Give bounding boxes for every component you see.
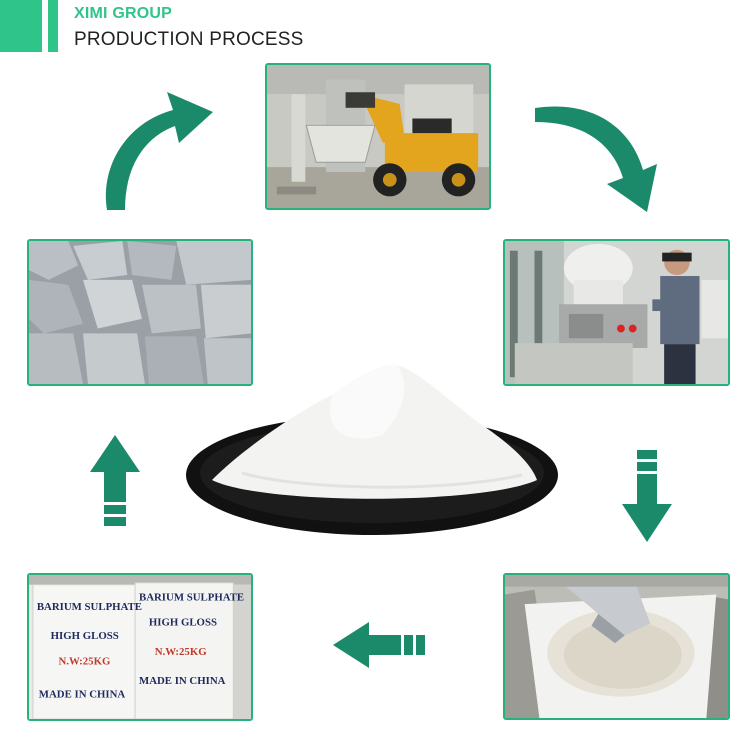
bag-label-product: BARIUM SULPHATE	[37, 601, 142, 613]
brand-name: XIMI GROUP	[74, 5, 173, 22]
bag-label-weight: N.W:25KG	[58, 656, 111, 668]
arrow-down-icon	[622, 450, 672, 542]
bag-label-product-right: BARIUM SULPHATE	[139, 591, 244, 603]
bag-label-grade: HIGH GLOSS	[51, 630, 119, 642]
bag-label-weight-right: N.W:25KG	[155, 646, 208, 658]
packaged-bags-photo: BARIUM SULPHATE BARIUM SULPHATE HIGH GLO…	[27, 573, 253, 721]
powder-plate-image	[182, 355, 562, 540]
bag-label-origin: MADE IN CHINA	[39, 689, 126, 701]
bag-label-origin-right: MADE IN CHINA	[139, 675, 226, 687]
worker-machine-photo	[503, 239, 730, 386]
arrow-up-icon	[90, 435, 140, 526]
curved-arrow-down-right-icon	[535, 106, 657, 212]
curved-arrow-up-right-icon	[105, 92, 213, 210]
page-title: PRODUCTION PROCESS	[74, 29, 304, 50]
brand-color-bar-thin	[48, 0, 58, 52]
bag-label-grade-right: HIGH GLOSS	[149, 617, 217, 629]
powder-bag-filling-photo	[503, 573, 730, 720]
raw-ore-photo	[27, 239, 253, 386]
arrow-left-icon	[333, 622, 425, 668]
brand-color-bar	[0, 0, 42, 52]
loader-warehouse-photo	[265, 63, 491, 210]
